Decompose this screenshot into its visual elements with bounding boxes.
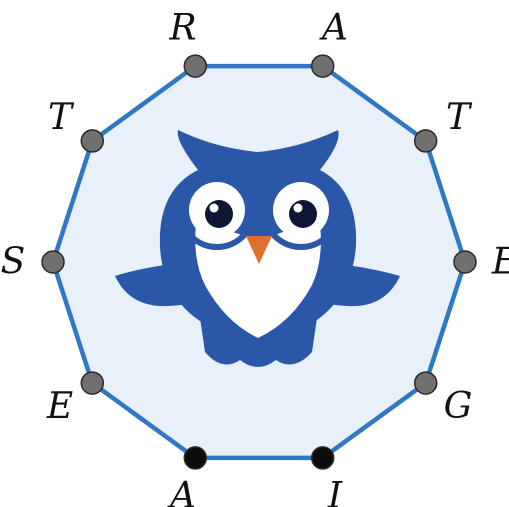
- owl-logo-icon: [115, 130, 400, 367]
- vertex-dot-0: [183, 54, 208, 78]
- vertex-label-2: T: [446, 97, 473, 138]
- vertex-dot-8: [41, 250, 65, 274]
- vertex-group: R A T E G I A E S T: [1, 8, 509, 507]
- vertex-dot-1: [310, 54, 335, 78]
- vertex-label-5: I: [327, 476, 343, 507]
- vertex-dot-3: [453, 250, 477, 274]
- vertex-dot-2: [413, 129, 438, 153]
- vertex-label-1: A: [319, 8, 348, 49]
- vertex-label-4: G: [444, 386, 473, 427]
- vertex-dot-7: [80, 371, 105, 395]
- vertex-label-9: T: [48, 97, 75, 138]
- vertex-label-6: A: [167, 476, 196, 507]
- vertex-label-0: R: [168, 8, 196, 49]
- vertex-dot-4: [413, 371, 438, 395]
- vertex-dot-6: [183, 446, 208, 470]
- vertex-label-3: E: [491, 242, 509, 283]
- vertex-dot-5: [310, 446, 335, 470]
- vertex-label-7: E: [46, 386, 73, 427]
- vertex-label-8: S: [1, 242, 26, 283]
- vertex-dot-9: [80, 129, 105, 153]
